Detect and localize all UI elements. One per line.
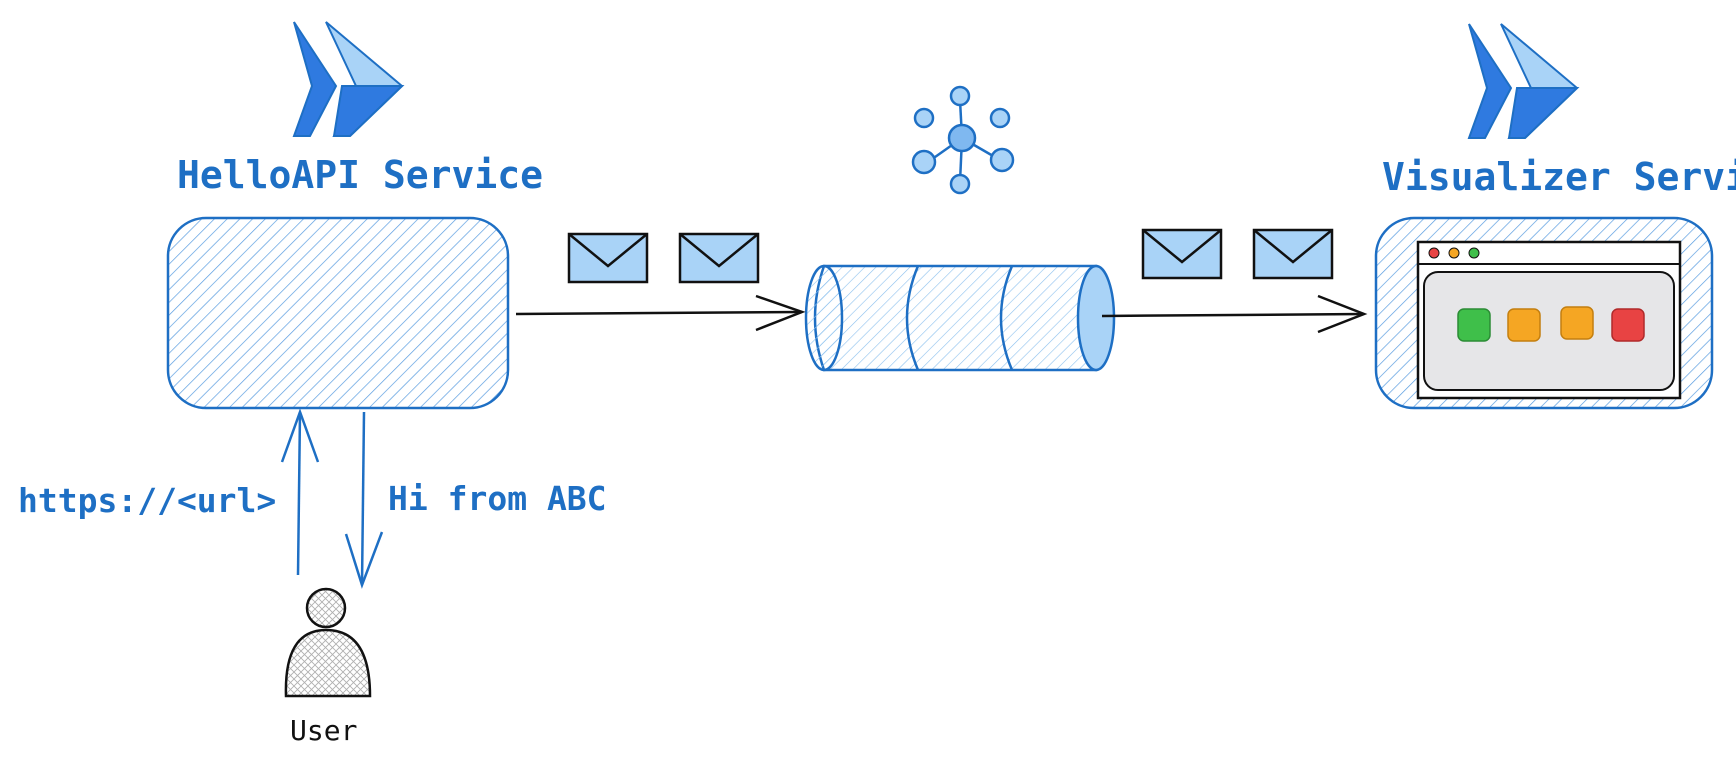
hello-api-logo-icon (292, 21, 405, 137)
envelope-icon (1252, 228, 1334, 280)
visualizer-title: Visualizer Service (1382, 155, 1736, 199)
response-arrow (344, 411, 384, 589)
orange-block (1507, 308, 1541, 342)
orange-block (1560, 306, 1594, 340)
user-label: User (290, 714, 357, 747)
envelope-icon (567, 232, 649, 284)
envelope-icon (1141, 228, 1223, 280)
browser-window-icon (1416, 240, 1682, 400)
arrow-queue-to-visualizer (1101, 294, 1368, 334)
person-icon (284, 587, 372, 698)
red-block (1611, 308, 1645, 342)
envelope-icon (678, 232, 760, 284)
hello-api-service-box[interactable] (166, 216, 510, 410)
molecule-network-icon (911, 85, 1015, 195)
visualizer-logo-icon (1467, 23, 1580, 139)
request-arrow (280, 408, 320, 576)
response-label: Hi from ABC (388, 479, 607, 518)
message-queue-icon[interactable] (804, 264, 1116, 372)
green-block (1457, 308, 1491, 342)
request-label: https://<url> (18, 481, 276, 520)
hello-api-title: HelloAPI Service (177, 153, 543, 197)
arrow-hello-to-queue (515, 294, 806, 332)
